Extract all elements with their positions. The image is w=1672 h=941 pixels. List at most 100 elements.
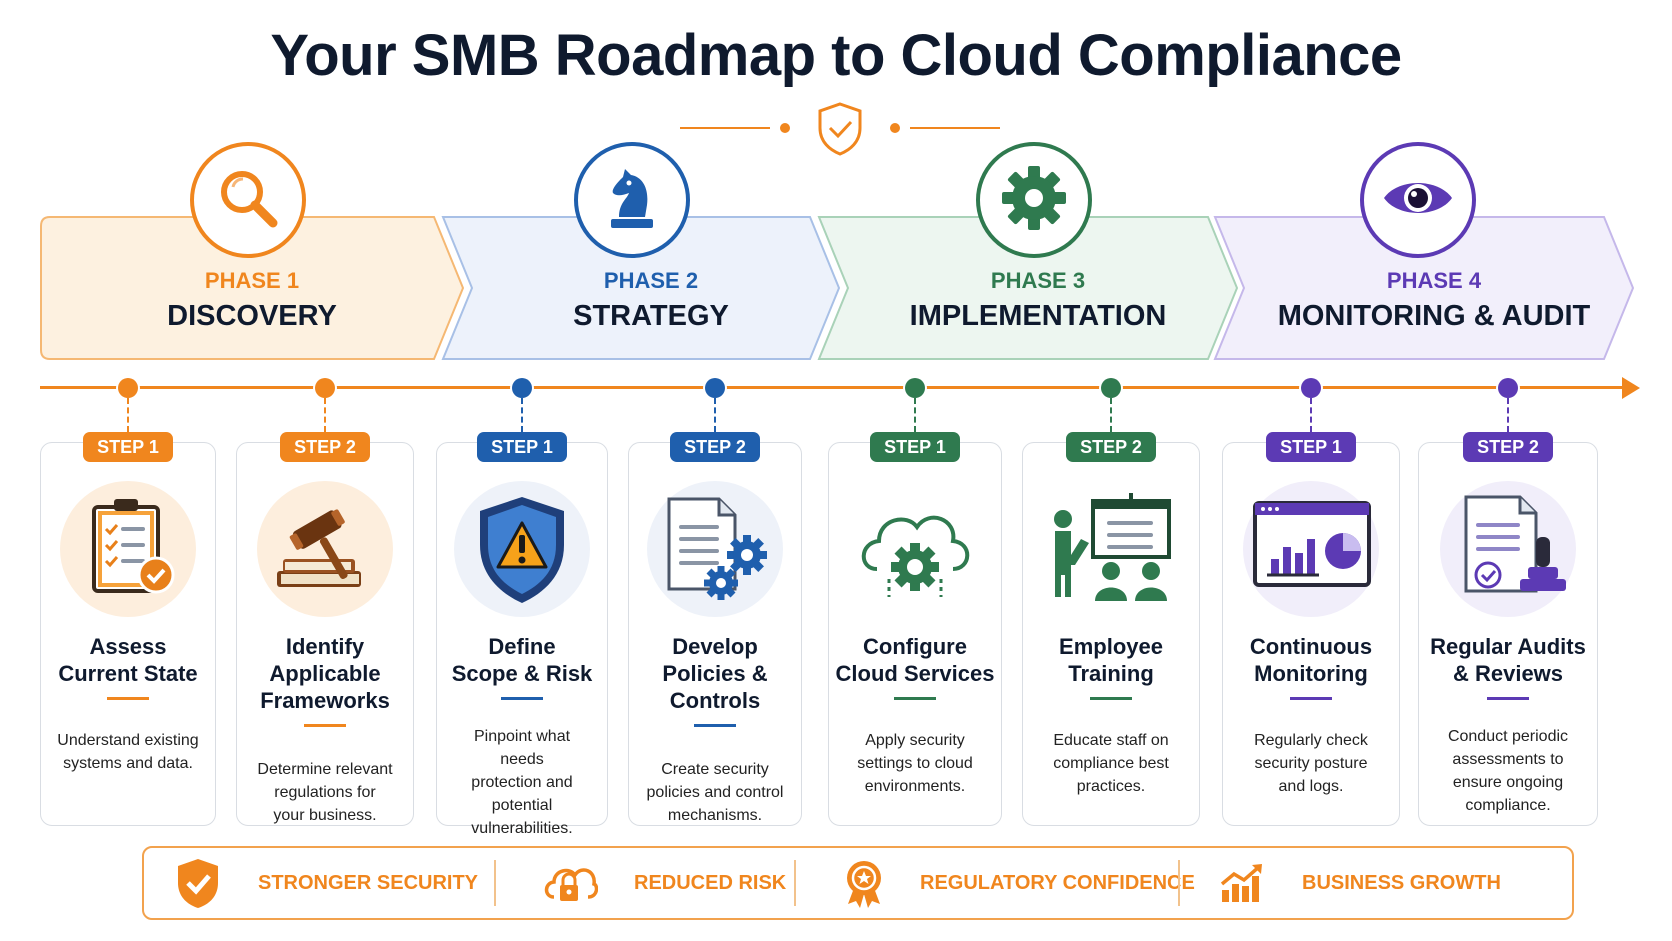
timeline-connector [1110,398,1112,432]
phase-1-banner: PHASE 1 DISCOVERY [40,216,465,360]
cloud-lock-icon [540,859,598,907]
magnifier-icon [213,163,283,238]
benefit-separator [494,860,496,906]
benefit-item: REDUCED RISK [540,848,786,918]
timeline-dot [1101,378,1121,398]
timeline-connector [714,398,716,432]
benefit-separator [794,860,796,906]
step-badge: STEP 1 [870,432,960,462]
gavel-books-icon [255,479,395,619]
timeline-dot [512,378,532,398]
shield-check-icon [174,857,222,909]
step-divider [501,697,543,700]
phase-number: PHASE 1 [204,268,300,293]
timeline-dot [905,378,925,398]
step-badge: STEP 2 [670,432,760,462]
timeline-connector [914,398,916,432]
timeline-dot [705,378,725,398]
step-divider [1090,697,1132,700]
step-badge: STEP 2 [280,432,370,462]
step-badge: STEP 1 [477,432,567,462]
timeline-dot [118,378,138,398]
timeline-arrowhead [1622,377,1640,399]
step-badge: STEP 1 [1266,432,1356,462]
benefit-label: REGULATORY CONFIDENCE [920,871,1195,894]
gear-phase-badge [976,142,1092,258]
award-icon [844,858,884,908]
chess-knight-phase-badge [574,142,690,258]
phase-name: DISCOVERY [167,300,337,332]
dashboard-icon [1241,479,1381,619]
title-divider [680,102,1000,156]
step-divider [694,724,736,727]
presentation-icon [1041,479,1181,619]
benefit-label: STRONGER SECURITY [258,871,479,894]
timeline-dot [315,378,335,398]
benefit-label: REDUCED RISK [634,871,787,894]
timeline-connector [521,398,523,432]
benefit-item: BUSINESS GROWTH [1218,848,1501,918]
benefit-item: STRONGER SECURITY [174,848,478,918]
timeline-dot [1301,378,1321,398]
checklist-icon [58,479,198,619]
step-title: Regular Audits& Reviews [1430,634,1586,686]
growth-chart-icon [1218,862,1266,904]
phase-3-banner: PHASE 3 IMPLEMENTATION [817,216,1239,360]
phase-name: STRATEGY [573,300,729,332]
document-gears-icon [645,479,785,619]
document-stamp-icon [1438,479,1578,619]
phase-2-banner: PHASE 2 STRATEGY [441,216,841,360]
step-badge: STEP 2 [1463,432,1553,462]
phase-4-banner: PHASE 4 MONITORING & AUDIT [1213,216,1635,360]
shield-check-icon [818,102,862,156]
step-divider [107,697,149,700]
step-divider [1487,697,1529,700]
step-badge: STEP 2 [1066,432,1156,462]
benefit-label: BUSINESS GROWTH [1302,871,1501,894]
phase-number: PHASE 3 [990,268,1086,293]
cloud-gear-icon [845,479,985,619]
eye-icon [1380,173,1456,228]
gear-icon [999,163,1069,238]
benefits-bar: STRONGER SECURITY REDUCED RISK REGULATORY … [142,846,1574,920]
timeline-connector [1507,398,1509,432]
step-divider [304,724,346,727]
chess-knight-icon [601,163,663,238]
phase-name: MONITORING & AUDIT [1277,300,1591,332]
timeline-connector [324,398,326,432]
timeline-line [40,386,1630,389]
step-divider [1290,697,1332,700]
timeline-connector [127,398,129,432]
phase-number: PHASE 2 [603,268,699,293]
phase-name: IMPLEMENTATION [909,300,1167,332]
timeline-connector [1310,398,1312,432]
phase-number: PHASE 4 [1386,268,1482,293]
magnifier-phase-badge [190,142,306,258]
eye-phase-badge [1360,142,1476,258]
warning-shield-icon [452,479,592,619]
benefit-item: REGULATORY CONFIDENCE [844,848,1195,918]
step-divider [894,697,936,700]
